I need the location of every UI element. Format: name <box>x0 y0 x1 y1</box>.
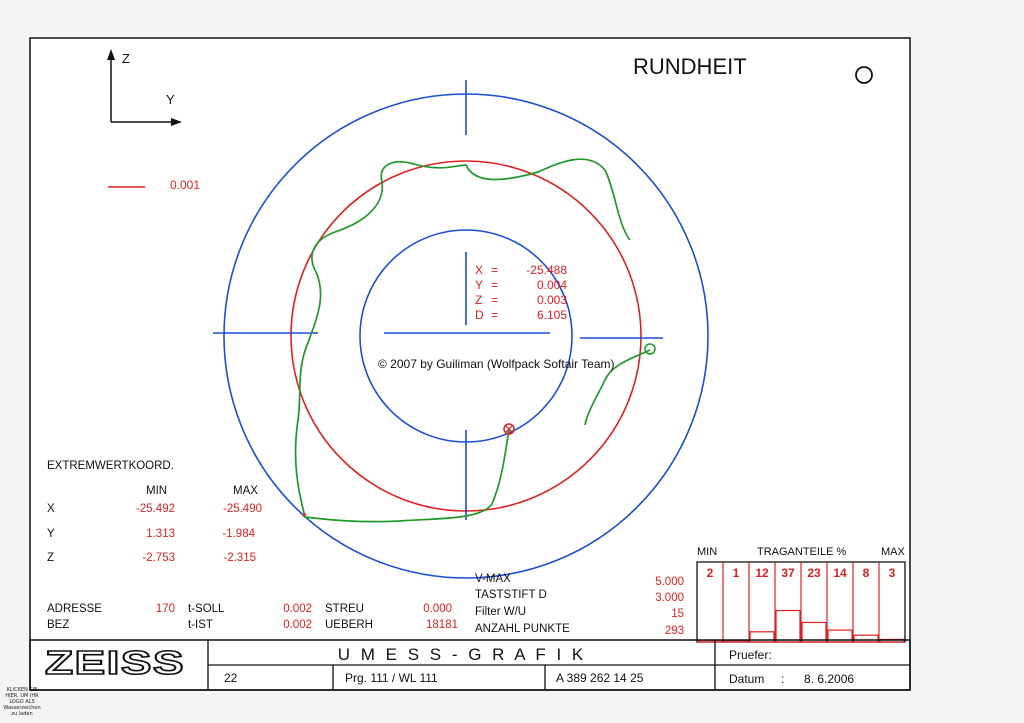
pruefer-label: Pruefer: <box>729 648 772 662</box>
page-title: RUNDHEIT <box>633 54 747 79</box>
center-x-value: -25.488 <box>526 263 567 277</box>
extrem-row-min: -25.492 <box>136 503 175 515</box>
tist-label: t-IST <box>188 619 213 631</box>
datum-colon: : <box>781 672 784 686</box>
footer-program: Prg. 111 / WL 111 <box>345 671 438 685</box>
parameter-block: ADRESSE 170 BEZ t-SOLL 0.002 t-IST 0.002… <box>47 573 684 637</box>
center-z-eq: = <box>491 293 498 307</box>
extrem-title: EXTREMWERTKOORD. <box>47 460 174 472</box>
umess-title: U M E S S - G R A F I K <box>338 645 586 664</box>
traganteile-value-label: 14 <box>833 566 847 580</box>
end-point-marker-icon <box>644 343 656 355</box>
center-y-label: Y <box>475 278 483 292</box>
watermark-hint[interactable]: KLICKEN SIE HIER, UM IHR LOGO ALS Wasser… <box>3 687 41 717</box>
y-axis-label: Y <box>166 92 175 107</box>
measured-profile-main <box>294 158 631 523</box>
extrem-row-min: 1.313 <box>146 528 175 540</box>
punkte-label: ANZAHL PUNKTE <box>475 623 570 635</box>
adresse-value: 170 <box>156 603 175 615</box>
traganteile-value-label: 37 <box>781 566 795 580</box>
vmax-label: V-MAX <box>475 573 511 585</box>
copyright-text: © 2007 by Guiliman (Wolfpack Softair Tea… <box>378 357 615 371</box>
traganteile-bar <box>775 609 801 643</box>
scale-legend-value: 0.001 <box>170 178 200 192</box>
ueberh-label: UEBERH <box>325 619 373 631</box>
center-z-value: 0.003 <box>537 293 567 307</box>
extrem-row-min: -2.753 <box>142 552 175 564</box>
traganteile-min-label: MIN <box>697 546 717 558</box>
traganteile-bar <box>749 631 775 643</box>
footer-number: 22 <box>224 671 238 685</box>
sheet-frame <box>29 37 911 691</box>
traganteile-chart: MIN TRAGANTEILE % MAX 2 1 12 37 23 14 8 3 <box>696 546 906 643</box>
extrem-row-max: -2.315 <box>223 552 256 564</box>
taststift-label: TASTSTIFT D <box>475 589 547 601</box>
traganteile-bars: 2 1 12 37 23 14 8 3 <box>697 562 905 643</box>
footer-code: A 389 262 14 25 <box>556 671 644 685</box>
start-point-marker-icon <box>503 423 515 435</box>
traganteile-value-label: 8 <box>863 566 870 580</box>
roundness-plot: * <box>213 80 709 579</box>
extrem-row-axis: Y <box>47 528 55 540</box>
z-axis-label: Z <box>122 51 130 66</box>
traganteile-value-label: 12 <box>755 566 769 580</box>
traganteile-value-label: 3 <box>889 566 896 580</box>
footer: ZEISS U M E S S - G R A F I K 22 Prg. 11… <box>29 639 911 691</box>
extrem-row-max: -25.490 <box>223 503 262 515</box>
extreme-point-marker-icon: * <box>302 510 307 524</box>
traganteile-max-label: MAX <box>881 546 906 558</box>
bez-label: BEZ <box>47 619 69 631</box>
center-x-label: X <box>475 263 483 277</box>
extrem-row-axis: Z <box>47 552 54 564</box>
center-y-value: 0.004 <box>537 278 567 292</box>
traganteile-title: TRAGANTEILE % <box>757 546 846 558</box>
streu-value: 0.000 <box>423 603 452 615</box>
zeiss-logo: ZEISS <box>45 644 185 681</box>
center-d-value: 6.105 <box>537 308 567 322</box>
traganteile-value-label: 2 <box>707 566 714 580</box>
roundness-symbol-icon <box>855 66 873 84</box>
extrem-values: EXTREMWERTKOORD. MIN MAX X -25.492 -25.4… <box>47 460 262 564</box>
center-crosshair <box>213 80 663 520</box>
center-x-eq: = <box>491 263 498 277</box>
tsoll-value: 0.002 <box>283 603 312 615</box>
extrem-max-header: MAX <box>233 485 258 497</box>
datum-label: Datum <box>729 672 764 686</box>
ueberh-value: 18181 <box>426 619 458 631</box>
traganteile-value-label: 1 <box>733 566 740 580</box>
center-z-label: Z <box>475 293 482 307</box>
axis-triad <box>107 49 182 126</box>
extrem-row-axis: X <box>47 503 55 515</box>
traganteile-bar <box>853 634 879 643</box>
punkte-value: 293 <box>665 625 684 637</box>
center-y-eq: = <box>491 278 498 292</box>
center-d-label: D <box>475 308 484 322</box>
extrem-min-header: MIN <box>146 485 167 497</box>
traganteile-bar <box>827 629 853 643</box>
center-d-eq: = <box>491 308 498 322</box>
traganteile-value-label: 23 <box>807 566 821 580</box>
tist-value: 0.002 <box>283 619 312 631</box>
center-values: X = -25.488 Y = 0.004 Z = 0.003 D = 6.10… <box>475 263 567 322</box>
tsoll-label: t-SOLL <box>188 603 225 615</box>
measured-profile-tail <box>584 349 651 426</box>
y-arrow-icon <box>171 118 182 126</box>
filter-label: Filter W/U <box>475 606 526 618</box>
traganteile-bar <box>801 621 827 643</box>
filter-value: 15 <box>671 608 684 620</box>
vmax-value: 5.000 <box>655 576 684 588</box>
z-arrow-icon <box>107 49 115 60</box>
datum-value: 8. 6.2006 <box>804 672 854 686</box>
extrem-row-max: -1.984 <box>222 528 255 540</box>
streu-label: STREU <box>325 603 364 615</box>
taststift-value: 3.000 <box>655 592 684 604</box>
adresse-label: ADRESSE <box>47 603 102 615</box>
